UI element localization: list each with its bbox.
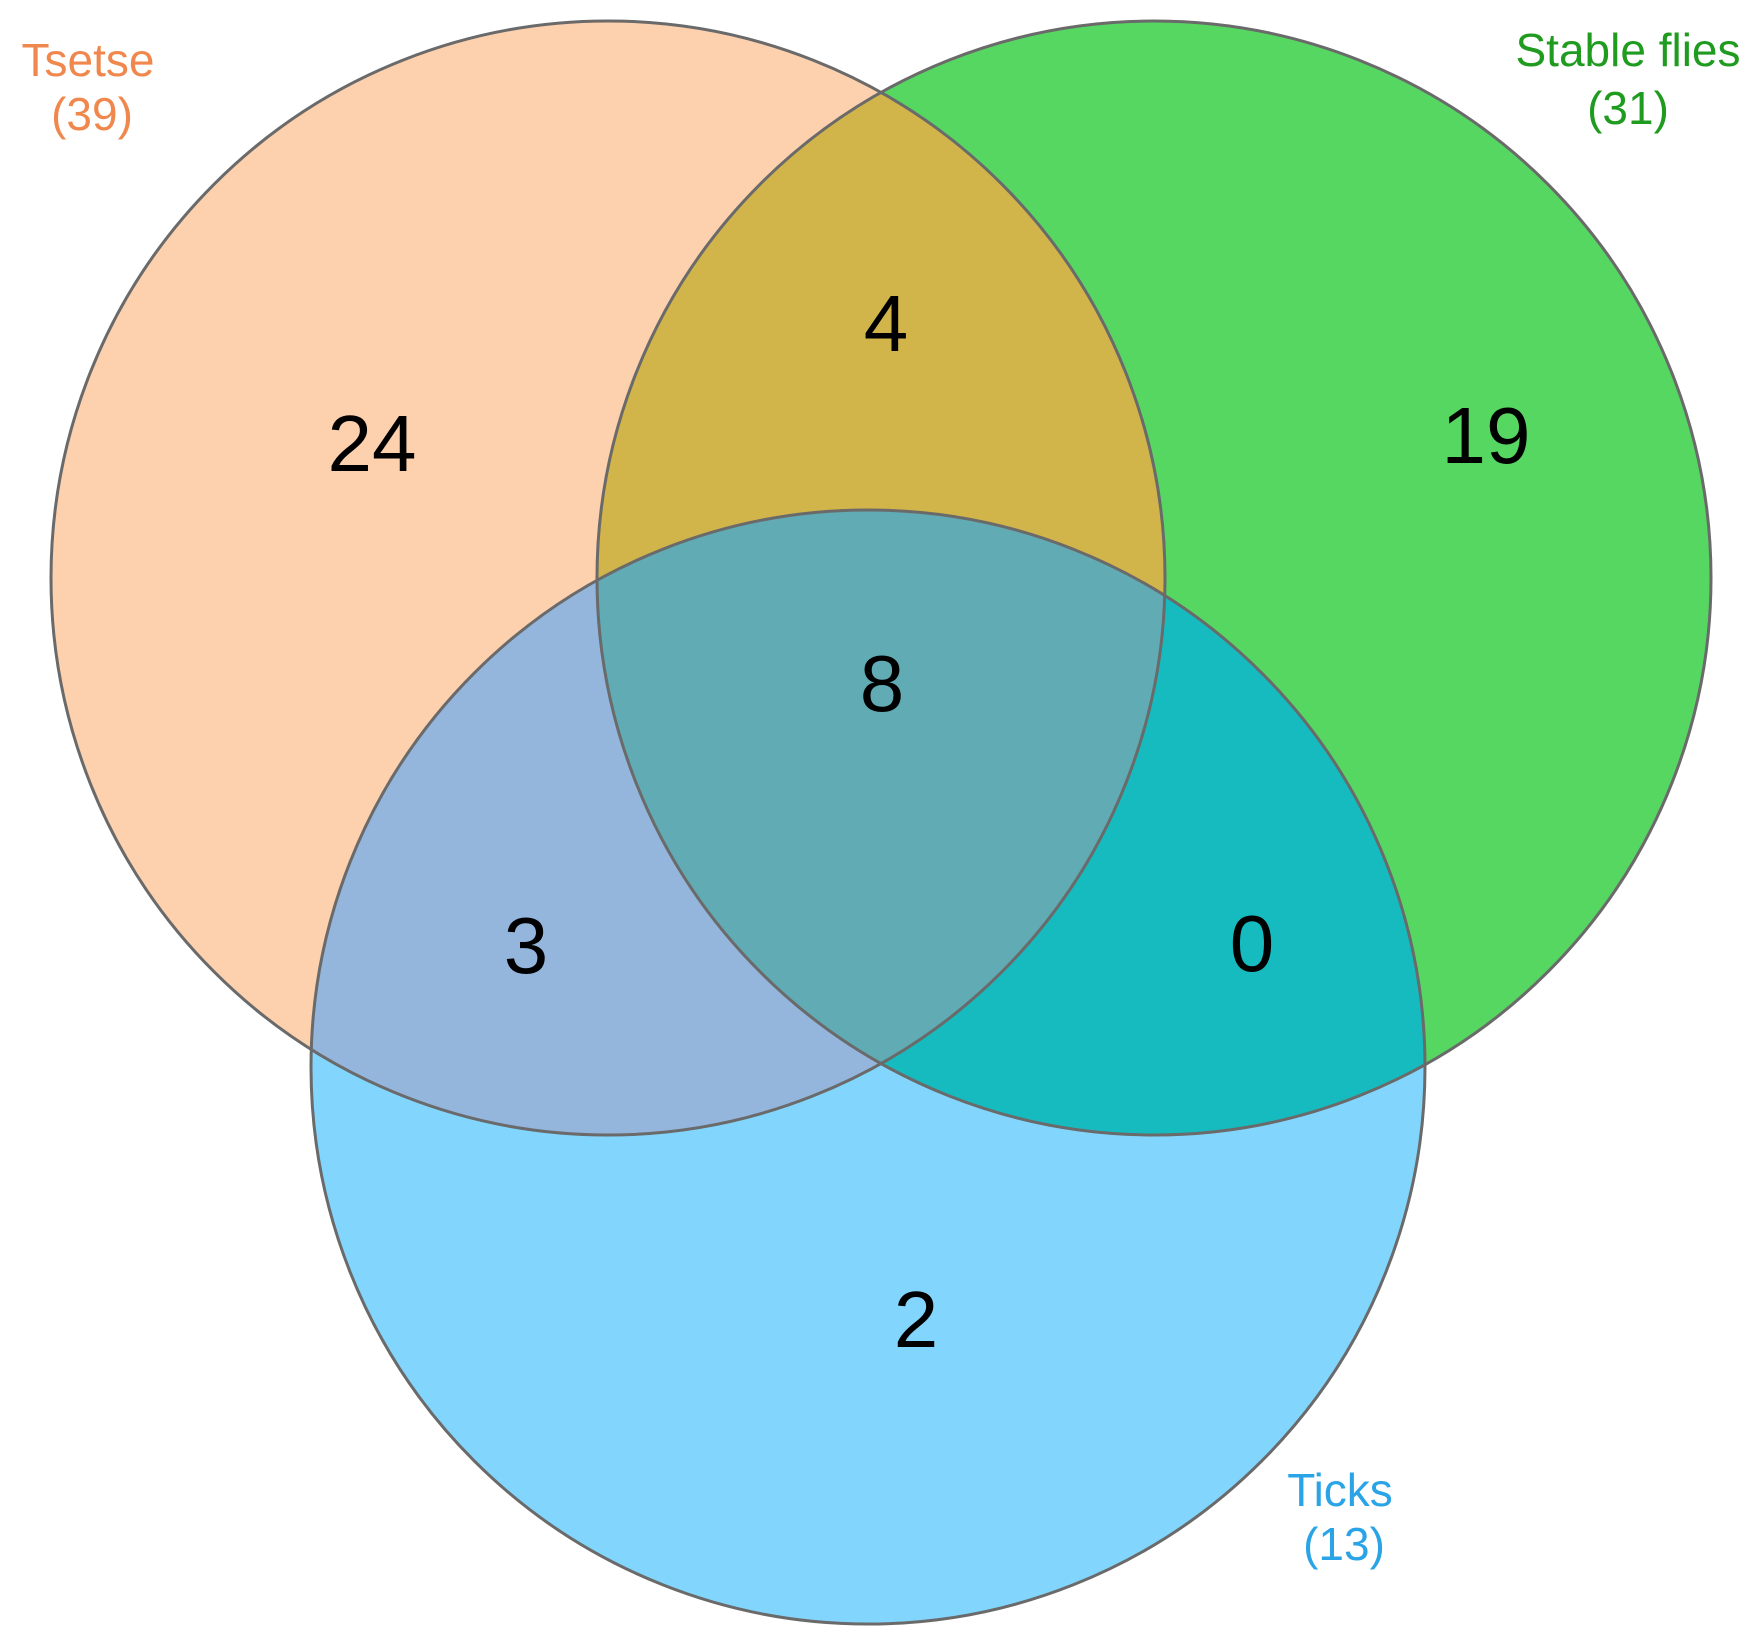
stable-flies-label: Stable flies — [1515, 24, 1740, 76]
count-stable-ticks: 0 — [1230, 899, 1275, 988]
ticks-label: Ticks — [1287, 1464, 1393, 1516]
ticks-total: (13) — [1303, 1518, 1385, 1570]
tsetse-outline — [49, 19, 1167, 1137]
count-all-three: 8 — [860, 639, 905, 728]
count-stable-only: 19 — [1442, 391, 1531, 480]
tsetse-total: (39) — [51, 88, 133, 140]
count-tsetse-only: 24 — [328, 399, 417, 488]
count-tsetse-ticks: 3 — [504, 901, 549, 990]
stable-flies-total: (31) — [1587, 82, 1669, 134]
count-tsetse-stable: 4 — [864, 279, 909, 368]
count-ticks-only: 2 — [894, 1275, 939, 1364]
stable-flies-outline — [595, 19, 1713, 1137]
tsetse-label: Tsetse — [22, 34, 155, 86]
ticks-outline — [309, 508, 1427, 1626]
